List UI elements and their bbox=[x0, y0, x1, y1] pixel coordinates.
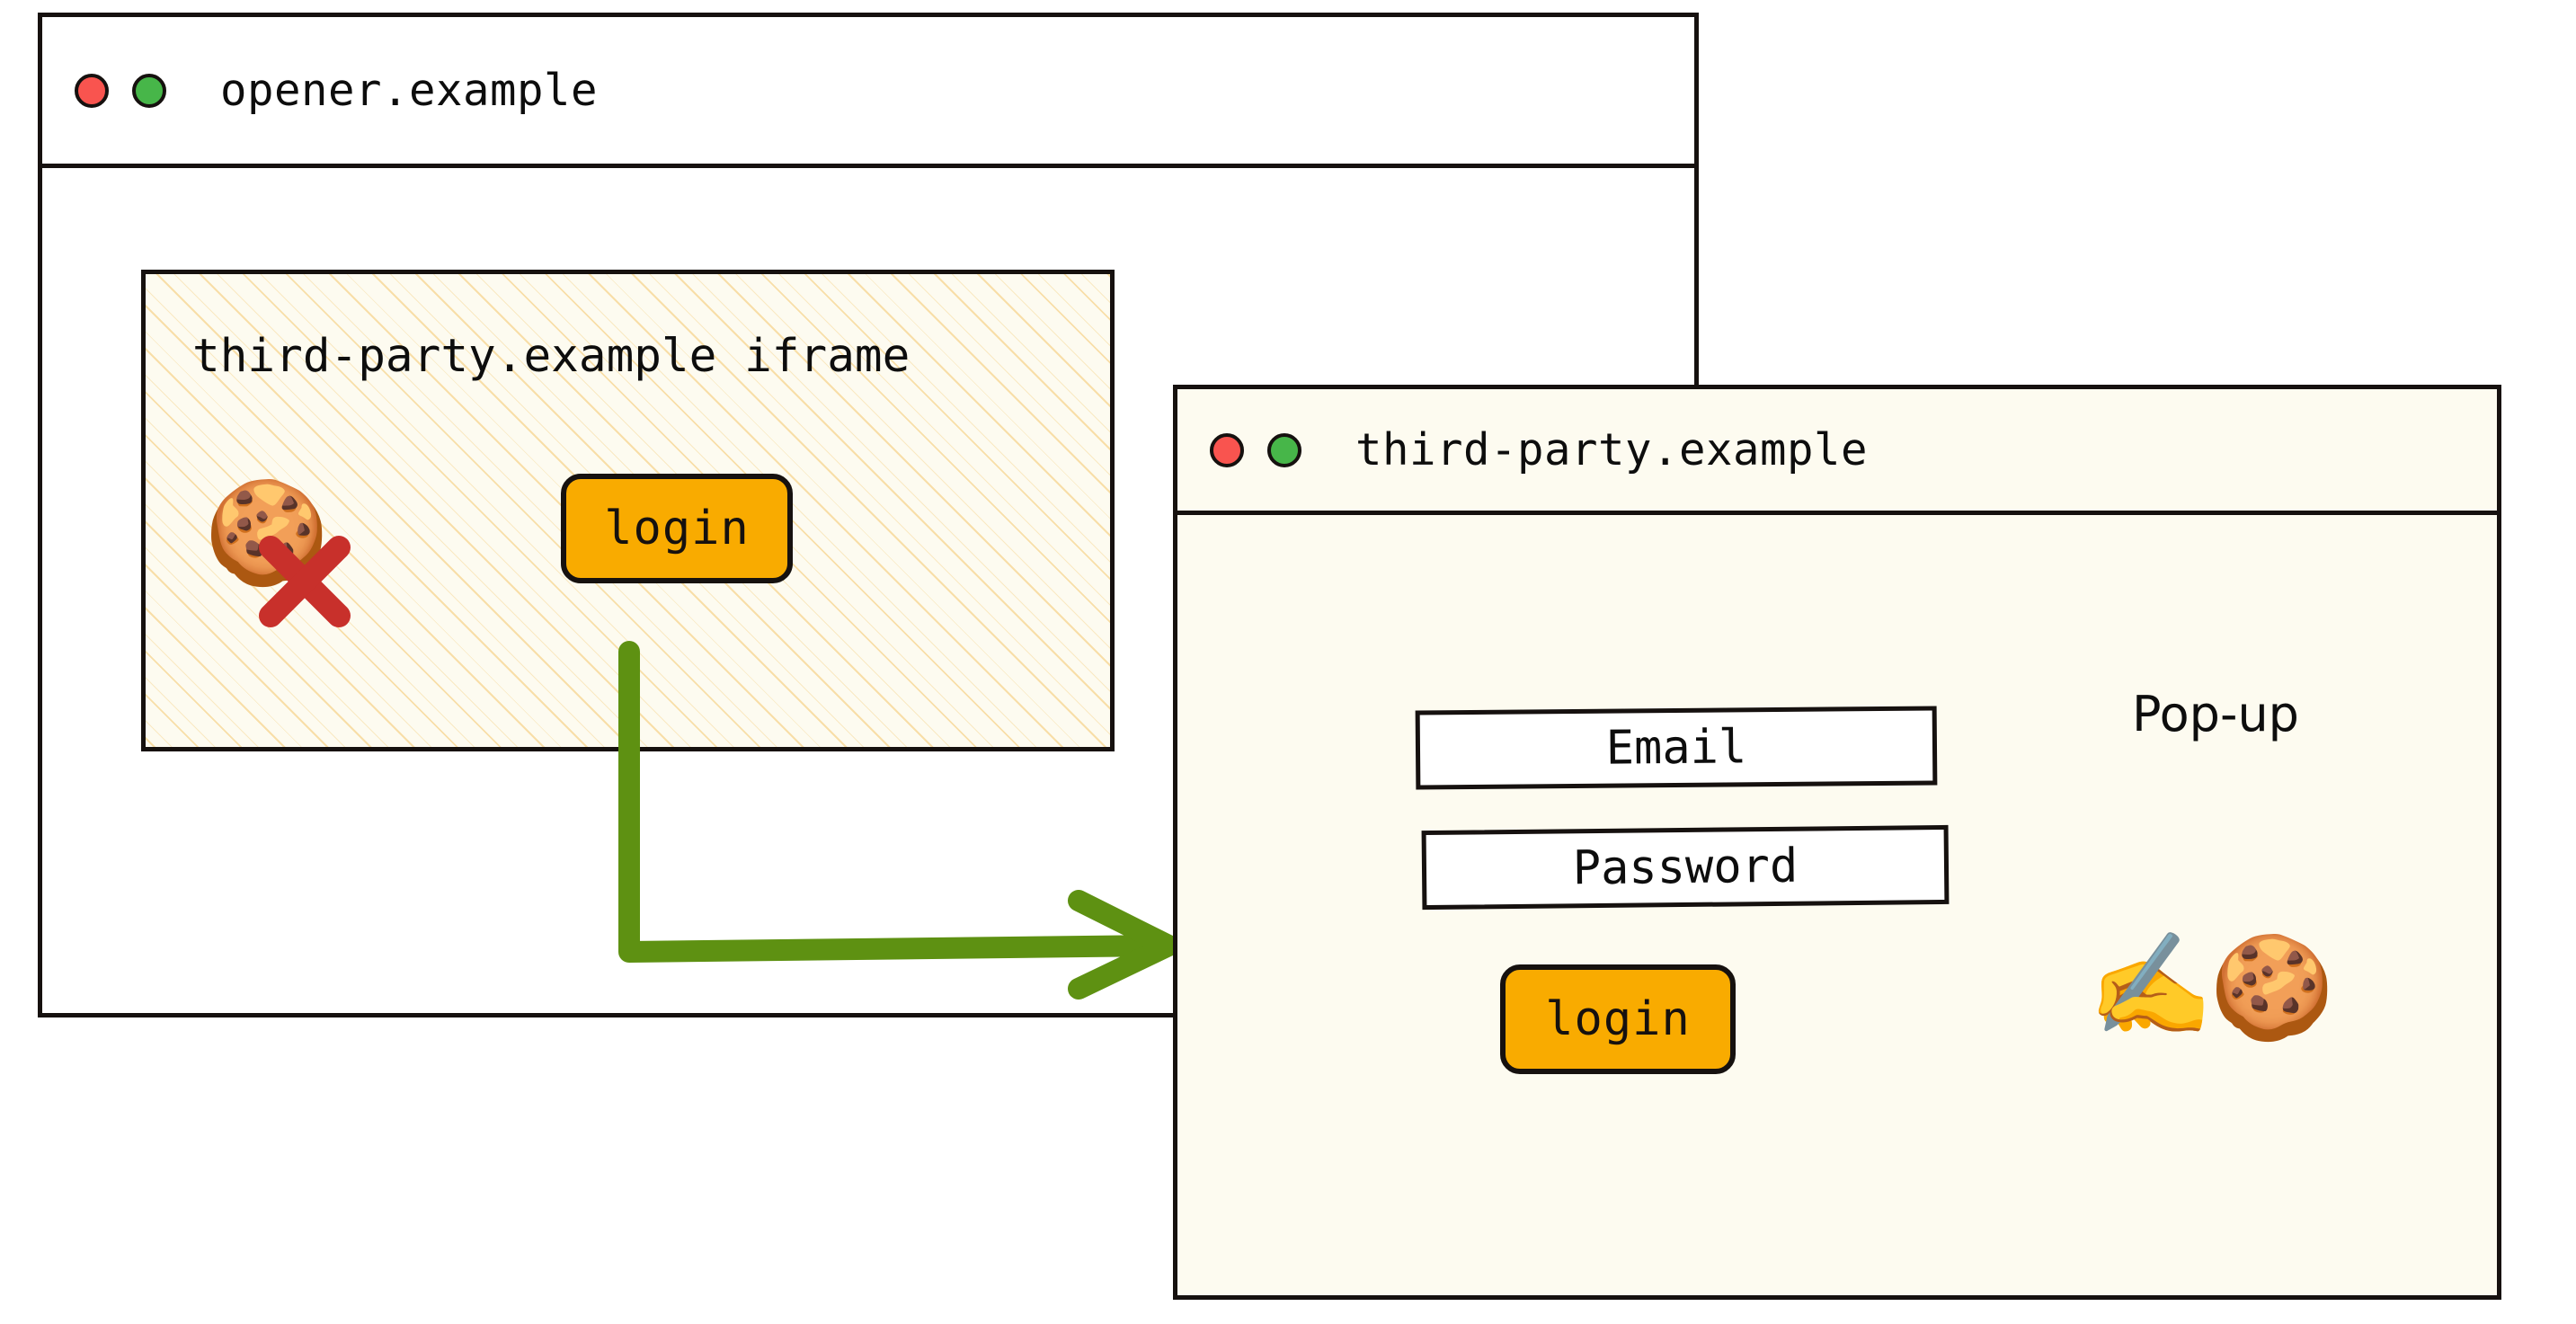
maximize-window-dot-icon[interactable] bbox=[1267, 432, 1301, 467]
close-window-dot-icon[interactable] bbox=[75, 73, 109, 108]
popup-browser-window: third-party.example Pop-up Email Passwor… bbox=[1173, 385, 2501, 1300]
popup-caption-label: Pop-up bbox=[2132, 686, 2299, 742]
popup-login-button[interactable]: login bbox=[1500, 964, 1736, 1074]
password-field[interactable]: Password bbox=[1421, 824, 1950, 911]
close-window-dot-icon[interactable] bbox=[1210, 432, 1244, 467]
popup-window-controls bbox=[1210, 432, 1301, 467]
iframe-label: third-party.example iframe bbox=[192, 330, 910, 383]
popup-window-title: third-party.example bbox=[1355, 424, 1869, 475]
blocked-cookie-group: 🍪 bbox=[204, 483, 384, 644]
opener-titlebar: opener.example bbox=[42, 17, 1694, 168]
popup-titlebar: third-party.example bbox=[1177, 389, 2497, 515]
email-field[interactable]: Email bbox=[1415, 706, 1938, 790]
cookie-emoji-icon: 🍪 bbox=[2209, 929, 2335, 1046]
red-cross-mark-icon bbox=[259, 536, 351, 627]
third-party-iframe: third-party.example iframe 🍪 login bbox=[141, 270, 1115, 751]
opener-window-controls bbox=[75, 73, 166, 108]
maximize-window-dot-icon[interactable] bbox=[132, 73, 166, 108]
opener-window-title: opener.example bbox=[220, 65, 599, 116]
iframe-login-button[interactable]: login bbox=[561, 474, 793, 583]
writing-hand-emoji-icon: ✍️ bbox=[2088, 927, 2214, 1044]
